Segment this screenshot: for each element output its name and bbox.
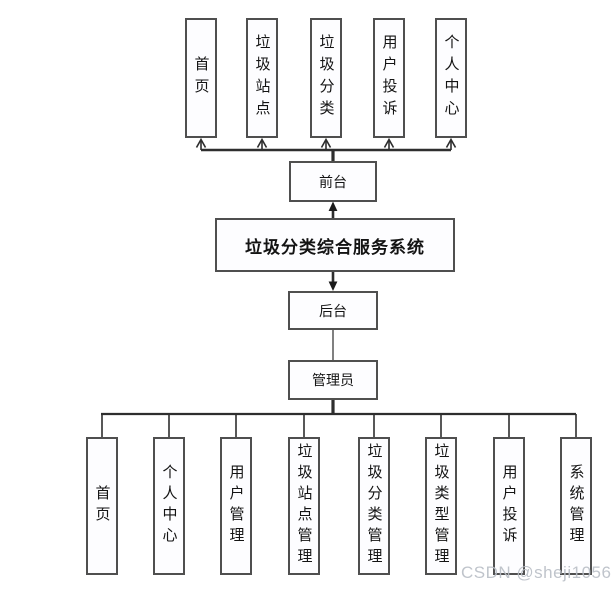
node-label: 首页 (192, 56, 210, 100)
node-backend: 后台 (288, 291, 378, 330)
node-label: 首页 (93, 485, 111, 527)
node-label: 后台 (319, 302, 347, 319)
node-label: 用户投诉 (500, 464, 518, 548)
node-admin-classification-management: 垃圾分类管理 (358, 437, 390, 575)
node-admin-system-management: 系统管理 (560, 437, 592, 575)
node-frontend: 前台 (289, 161, 377, 202)
node-label: 垃圾站点 (253, 34, 271, 122)
page-title: 垃圾分类综合服务系统 (245, 237, 425, 257)
node-admin-user-complaint: 用户投诉 (493, 437, 525, 575)
node-label: 垃圾站点管理 (295, 443, 313, 569)
node-label: 垃圾分类 (317, 34, 335, 122)
node-admin-personal-center: 个人中心 (153, 437, 185, 575)
node-admin-home: 首页 (86, 437, 118, 575)
node-admin: 管理员 (288, 360, 378, 400)
node-admin-user-management: 用户管理 (220, 437, 252, 575)
node-label: 个人中心 (442, 34, 460, 122)
node-front-personal-center: 个人中心 (435, 18, 467, 138)
watermark: CSDN @sheji1056 (461, 563, 612, 582)
node-admin-type-management: 垃圾类型管理 (425, 437, 457, 575)
node-front-home: 首页 (185, 18, 217, 138)
node-front-garbage-station: 垃圾站点 (246, 18, 278, 138)
node-label: 个人中心 (160, 464, 178, 548)
node-label: 垃圾类型管理 (432, 443, 450, 569)
node-system-title: 垃圾分类综合服务系统 (215, 218, 455, 272)
node-label: 垃圾分类管理 (365, 443, 383, 569)
node-admin-station-management: 垃圾站点管理 (288, 437, 320, 575)
node-label: 系统管理 (567, 464, 585, 548)
node-front-user-complaint: 用户投诉 (373, 18, 405, 138)
node-label: 管理员 (312, 372, 354, 388)
node-label: 用户管理 (227, 464, 245, 548)
node-front-garbage-classification: 垃圾分类 (310, 18, 342, 138)
node-label: 前台 (319, 173, 347, 190)
node-label: 用户投诉 (380, 34, 398, 122)
